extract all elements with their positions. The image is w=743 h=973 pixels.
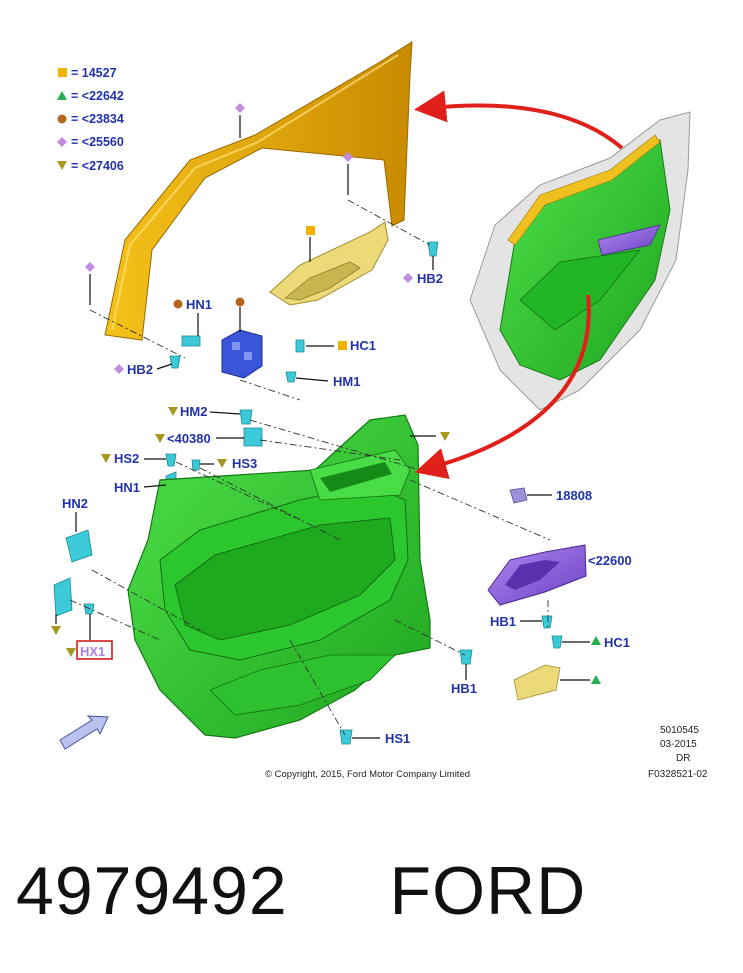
label-hm1: HM1 — [333, 374, 360, 389]
view-direction-arrow — [59, 715, 109, 750]
diamond-icon — [57, 137, 67, 147]
triangle-down-icon — [51, 626, 61, 635]
assembly-lines — [69, 199, 551, 736]
copyright-notice: © Copyright, 2015, Ford Motor Company Li… — [265, 769, 470, 780]
clip-hb2-right — [427, 241, 439, 257]
hn2-part — [65, 529, 93, 563]
triangle-icon — [591, 675, 601, 684]
legend: = 14527 = <22642 = <23834 = <25560 = <27… — [57, 66, 124, 173]
label-hc1-top: HC1 — [350, 338, 376, 353]
label-hn2: HN2 — [62, 496, 88, 511]
diamond-icon — [85, 262, 95, 272]
circle-icon — [57, 114, 67, 124]
triangle-down-icon — [66, 648, 76, 657]
legend-text: = <25560 — [71, 135, 124, 149]
label-18808: 18808 — [556, 488, 592, 503]
clip-hm2 — [239, 409, 253, 425]
label-hb1-right: HB1 — [490, 614, 516, 629]
label-hm2: HM2 — [180, 404, 207, 419]
legend-text: = <22642 — [71, 89, 124, 103]
diamond-icon — [343, 152, 353, 162]
label-hn1-top: HN1 — [186, 297, 212, 312]
square-icon — [338, 341, 347, 350]
handle-bracket-blue — [221, 329, 263, 379]
label-hb2-left: HB2 — [127, 362, 153, 377]
clip-hm1 — [285, 371, 297, 383]
clip-hc1-bottom — [551, 635, 563, 649]
window-frame-molding — [104, 41, 413, 341]
triangle-down-icon — [57, 161, 67, 170]
triangle-down-icon — [440, 432, 450, 441]
legend-item-25560: = <25560 — [57, 135, 124, 149]
label-hx1: HX1 — [80, 644, 105, 659]
legend-item-14527: = 14527 — [58, 66, 117, 80]
triangle-down-icon — [155, 434, 165, 443]
meta-code: 5010545 — [660, 725, 699, 736]
clip-hb1-bottom — [459, 649, 473, 665]
clip-hb2-left — [169, 355, 181, 369]
arrow-to-frame — [414, 90, 624, 150]
label-40380: <40380 — [167, 431, 211, 446]
label-hs2: HS2 — [114, 451, 139, 466]
clip-hn1 — [181, 335, 201, 347]
label-hb1-bottom: HB1 — [451, 681, 477, 696]
part-number-footer: 4979492 FORD — [16, 852, 586, 930]
door-trim-panel — [127, 414, 431, 739]
legend-item-22642: = <22642 — [57, 89, 124, 103]
legend-text: = <27406 — [71, 159, 124, 173]
circle-icon — [173, 299, 183, 309]
diamond-icon — [403, 273, 413, 283]
triangle-down-icon — [168, 407, 178, 416]
part-number: 4979492 — [16, 853, 288, 929]
circle-icon — [235, 297, 245, 307]
brand-name: FORD — [389, 853, 587, 929]
arrow-to-panel — [414, 294, 591, 480]
legend-text: = 14527 — [71, 66, 117, 80]
trim-insert-lower — [513, 664, 561, 701]
labels: HB2 HN1 HC1 HB2 HM1 HM2 <40380 HS2 HS3 — [62, 256, 632, 746]
callout-symbols — [51, 103, 601, 684]
hx1-highlight-box — [76, 640, 113, 660]
triangle-icon — [57, 91, 67, 100]
clip-hc1 — [295, 339, 305, 353]
legend-text: = <23834 — [71, 112, 124, 126]
part-18808 — [509, 487, 528, 504]
clip-hs1 — [339, 729, 353, 745]
meta-date: 03-2015 — [660, 739, 697, 750]
label-hn1-mid: HN1 — [114, 480, 140, 495]
diamond-icon — [114, 364, 124, 374]
diamond-icon — [235, 103, 245, 113]
meta-figure-number: F0328521-02 — [648, 769, 708, 780]
clip-hs2 — [165, 453, 177, 467]
label-hb2-right: HB2 — [417, 271, 443, 286]
hx1-bracket — [53, 577, 95, 617]
triangle-down-icon — [101, 454, 111, 463]
drawing-metadata: 5010545 03-2015 DR F0328521-02 © Copyrig… — [265, 725, 708, 780]
label-22600: <22600 — [588, 553, 632, 568]
clip-hb1-right — [541, 615, 553, 629]
door-handle-bezel-22600 — [487, 544, 587, 606]
label-hc1-bottom: HC1 — [604, 635, 630, 650]
label-hs1: HS1 — [385, 731, 410, 746]
triangle-down-icon — [217, 459, 227, 468]
clip-hs3 — [191, 459, 201, 471]
door-trim-upper-insert — [269, 221, 389, 306]
square-icon — [58, 68, 67, 77]
label-hs3: HS3 — [232, 456, 257, 471]
meta-dr: DR — [676, 753, 690, 764]
door-assembly-overview — [469, 111, 691, 411]
legend-item-27406: = <27406 — [57, 159, 124, 173]
red-arrows — [414, 90, 624, 480]
square-icon — [306, 226, 315, 235]
clip-40380 — [243, 427, 263, 447]
triangle-icon — [591, 636, 601, 645]
legend-item-23834: = <23834 — [57, 112, 124, 126]
